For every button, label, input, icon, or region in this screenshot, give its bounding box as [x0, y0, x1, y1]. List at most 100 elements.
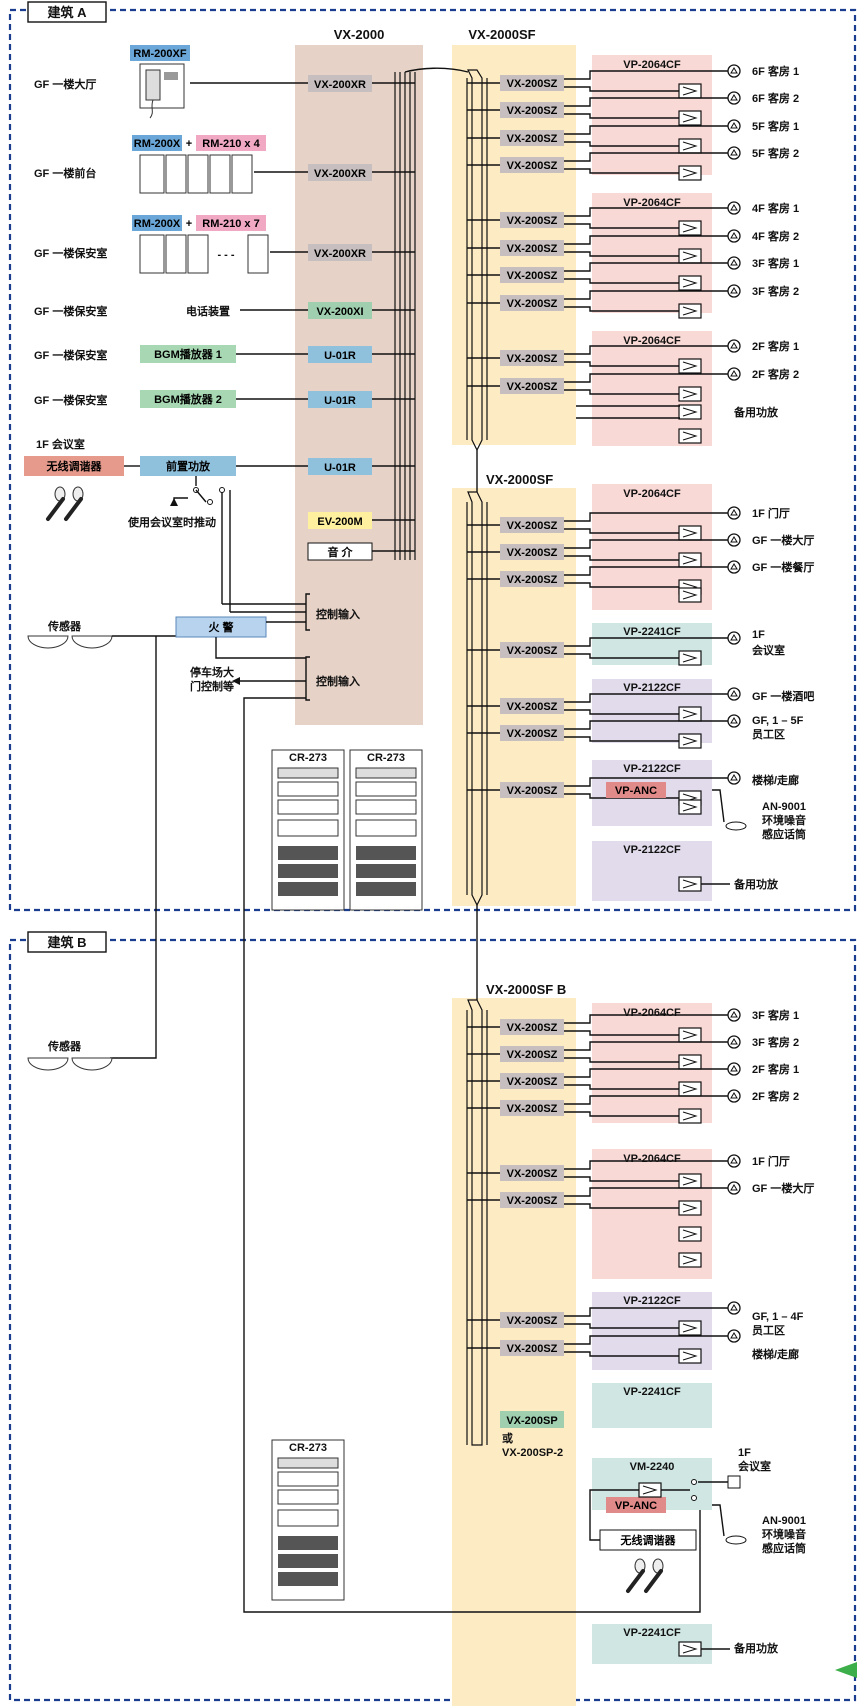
svg-text:VP-2241CF: VP-2241CF: [623, 1386, 681, 1398]
svg-text:RM-210 x 4: RM-210 x 4: [202, 138, 260, 150]
use-meeting-label: 使用会议室时推动: [127, 515, 216, 529]
svg-text:VP-2241CF: VP-2241CF: [623, 1627, 681, 1639]
svg-text:- - -: - - -: [217, 249, 234, 261]
svg-text:1F: 1F: [738, 1447, 751, 1459]
backup-amp-b: 备用功放: [733, 1641, 779, 1655]
sz-channel: VX-200SZ: [467, 119, 741, 154]
rack-a: CR-273 CR-273: [271, 749, 423, 911]
building-a-frame: [8, 8, 857, 912]
svg-text:RM-200XF: RM-200XF: [133, 48, 186, 60]
svg-text:VX-200XR: VX-200XR: [314, 79, 366, 91]
svg-text:或: 或: [502, 1431, 513, 1445]
backup-amp-a1: 备用功放: [733, 405, 779, 419]
sz-card-label: VX-200SZ: [507, 105, 558, 117]
amp-icon: [678, 525, 702, 541]
sz-channel: VX-200SZ: [467, 560, 741, 595]
zone-b3: GF, 1 – 4F 员工区: [752, 1311, 804, 1337]
sz-card-label: VX-200SZ: [507, 298, 558, 310]
svg-text:环境噪音: 环境噪音: [762, 813, 806, 827]
amp-icon: [678, 733, 702, 749]
sz-channel-rows: VX-200SZVX-200SZVX-200SZVX-200SZVX-200SZ…: [467, 64, 741, 1364]
amp-icon: [678, 1081, 702, 1097]
svg-text:VM-2240: VM-2240: [630, 1461, 675, 1473]
sz-card-label: VX-200SZ: [507, 133, 558, 145]
amp-icon: [678, 248, 702, 264]
svg-text:VP-ANC: VP-ANC: [615, 1500, 657, 1512]
speaker-icon: [727, 229, 741, 243]
speaker-icon: [727, 1035, 741, 1049]
sz-channel: VX-200SZ: [467, 533, 741, 568]
card-xr-1: VX-200XR: [308, 75, 415, 92]
speaker-icon: [727, 631, 741, 645]
svg-text:VP-2064CF: VP-2064CF: [623, 197, 681, 209]
sz-channel: VX-200SZ: [467, 229, 741, 264]
sensor-b2-icon: [71, 1057, 113, 1071]
vp-anc-a: VP-ANC: [606, 782, 666, 798]
sz-card-label: VX-200SZ: [507, 78, 558, 90]
vx2000-panel: [295, 45, 423, 725]
svg-text:感应话筒: 感应话筒: [762, 1541, 806, 1555]
zone-label: GF 一楼餐厅: [752, 560, 814, 574]
phone-device-label: 电话装置: [186, 304, 230, 318]
svg-text:GF 一楼前台: GF 一楼前台: [34, 166, 96, 180]
speaker-icon: [727, 1301, 741, 1315]
zone-label: 6F 客房 2: [752, 91, 799, 105]
sz-card-label: VX-200SZ: [507, 1022, 558, 1034]
zone-a6b: GF, 1 – 5F 员工区: [752, 715, 804, 741]
rack-b: CR-273: [271, 1439, 345, 1601]
vx2000-bus: [394, 72, 416, 560]
bgm1: BGM播放器 1: [140, 345, 308, 363]
building-b-tag: [27, 931, 107, 953]
amp-icon: [678, 552, 702, 568]
speaker-icon: [727, 1008, 741, 1022]
sz-channel: VX-200SZ: [467, 506, 741, 541]
amp-icon: [678, 83, 702, 99]
sz-channel: VX-200SZ: [467, 339, 741, 374]
speaker-icon: [727, 91, 741, 105]
speaker-icon: [727, 1154, 741, 1168]
sz-card-label: VX-200SZ: [507, 215, 558, 227]
svg-text:RM-200X: RM-200X: [134, 218, 181, 230]
zone-label: 3F 客房 1: [752, 1008, 799, 1022]
sz-card-label: VX-200SZ: [507, 645, 558, 657]
sz-channel: VX-200SZ: [467, 367, 741, 402]
zone-label: GF 一楼大厅: [752, 533, 814, 547]
sz-channel: VX-200SZ: [467, 91, 741, 126]
speaker-icon: [727, 367, 741, 381]
svg-text:EV-200M: EV-200M: [317, 516, 362, 528]
row-labels: GF 一楼大厅 GF 一楼前台 GF 一楼保安室 GF 一楼保安室 GF 一楼保…: [34, 77, 107, 407]
speaker-icon: [727, 1181, 741, 1195]
sz-card-label: VX-200SZ: [507, 1049, 558, 1061]
svg-text:员工区: 员工区: [752, 1324, 785, 1337]
amp-icon: [678, 1348, 702, 1364]
svg-text:U-01R: U-01R: [324, 462, 356, 474]
svg-text:U-01R: U-01R: [324, 395, 356, 407]
zone-label: GF 一楼大厅: [752, 1181, 814, 1195]
card-u01r-2: U-01R: [308, 391, 415, 408]
svg-text:无线调谐器: 无线调谐器: [46, 459, 103, 473]
amp-icon: [678, 1027, 702, 1043]
vx-sf-link: [404, 67, 469, 73]
speaker-icon: [727, 506, 741, 520]
rm200x-x7: RM-200X + RM-210 x 7 - - -: [132, 215, 308, 274]
zone-label: 6F 客房 1: [752, 64, 799, 78]
svg-text:GF 一楼保安室: GF 一楼保安室: [34, 393, 107, 407]
vx2000sf-b-title: VX-2000SF B: [486, 982, 566, 997]
svg-text:+: +: [186, 138, 192, 150]
sz-channel: VX-200SZ: [467, 1008, 741, 1043]
svg-text:VX-200XI: VX-200XI: [316, 306, 363, 318]
sz-card-label: VX-200SZ: [507, 574, 558, 586]
sensor-b-label: 传感器: [47, 1039, 82, 1053]
zone-label: 3F 客房 1: [752, 256, 799, 270]
amp-icon: [678, 1200, 702, 1216]
sz-card-label: VX-200SZ: [507, 160, 558, 172]
speaker-icon: [727, 771, 741, 785]
svg-text:VX-200XR: VX-200XR: [314, 168, 366, 180]
sensor-a1-icon: [27, 635, 69, 649]
svg-text:VP-2122CF: VP-2122CF: [623, 682, 681, 694]
zone-label: 2F 客房 1: [752, 339, 799, 353]
speaker-icon: [727, 1062, 741, 1076]
svg-text:GF 一楼保安室: GF 一楼保安室: [34, 304, 107, 318]
vm2240-body: [589, 1475, 741, 1541]
svg-text:VX-200XR: VX-200XR: [314, 248, 366, 260]
